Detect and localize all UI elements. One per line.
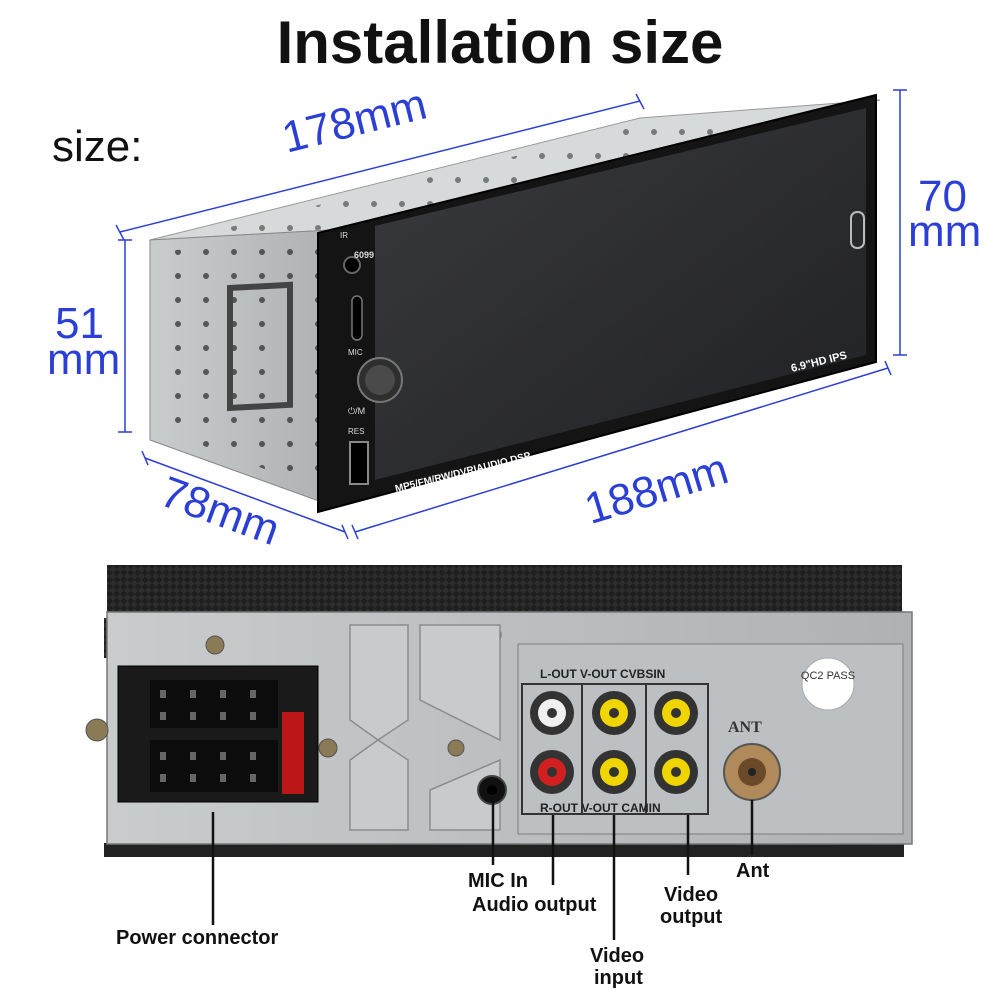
- qc-badge: [801, 657, 855, 711]
- screw-icon: [447, 739, 465, 757]
- rca-jack-icon: [654, 750, 698, 794]
- res-label: RES: [348, 427, 364, 436]
- screw-icon: [85, 718, 109, 742]
- page-title: Installation size: [276, 9, 724, 76]
- aux-jack-icon: [343, 256, 361, 274]
- rca-jack-icon: [530, 691, 574, 735]
- fuse-icon: [282, 712, 304, 794]
- dim-70-unit: mm: [908, 207, 982, 256]
- usb-c-port-icon: [351, 295, 363, 341]
- dimension-lines: [115, 89, 907, 540]
- rca-bottom-labels: R-OUT V-OUT CAMIN: [540, 801, 661, 815]
- mic-label: MIC: [348, 348, 363, 357]
- callout-video-output-line1: Video: [664, 884, 719, 906]
- screw-icon: [205, 635, 225, 655]
- dim-70-value: 70: [918, 172, 967, 221]
- ant-label: ANT: [728, 719, 762, 736]
- home-button-icon: [850, 211, 865, 249]
- ir-label: IR: [340, 231, 348, 240]
- model-label: 6099: [354, 250, 374, 260]
- display-screen: [375, 108, 866, 480]
- callout-ant: Ant: [736, 860, 770, 882]
- rca-jack-icon: [592, 691, 636, 735]
- callout-video-input-line1: Video: [590, 945, 645, 967]
- iso-power-connector: [117, 665, 319, 803]
- rca-top-labels: L-OUT V-OUT CVBSIN: [540, 667, 665, 681]
- size-label: size:: [52, 122, 143, 171]
- callout-mic-in: MIC In: [468, 870, 528, 892]
- rca-jack-icon: [592, 750, 636, 794]
- rca-jack-icon: [654, 691, 698, 735]
- callout-video-output-line2: output: [660, 906, 723, 928]
- rca-jack-icon: [530, 750, 574, 794]
- screw-icon: [318, 738, 338, 758]
- qc-badge-text: QC2 PASS: [801, 670, 855, 682]
- callout-audio-output: Audio output: [472, 894, 597, 916]
- dim-51-value: 51: [55, 299, 104, 348]
- callout-lines: [211, 800, 754, 940]
- dim-51-unit: mm: [47, 335, 121, 384]
- usb-port-icon: [349, 441, 369, 485]
- callout-video-input-line2: input: [594, 967, 643, 989]
- power-mode-label: ⏻/M: [348, 406, 365, 416]
- callout-power-connector: Power connector: [116, 927, 279, 949]
